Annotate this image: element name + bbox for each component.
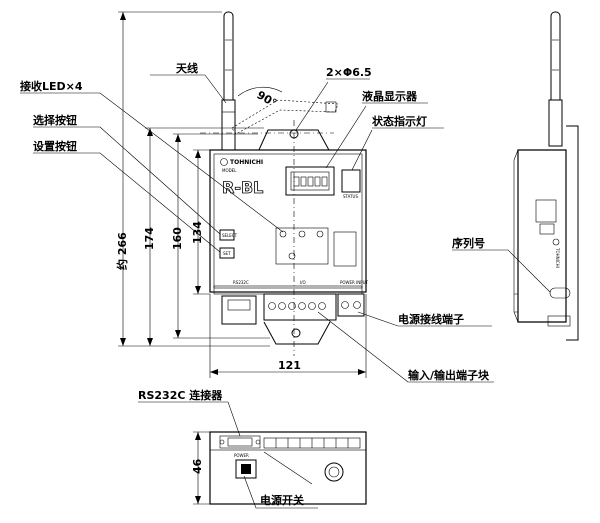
lcd-display bbox=[285, 166, 335, 196]
label-lcd: 液晶显示器 bbox=[362, 89, 418, 103]
status-caption: STATUS bbox=[343, 194, 358, 199]
dim-depth-46: 46 bbox=[191, 458, 204, 474]
front-view: TOHNICHI MODEL R-BL STATUS SELECT SET bbox=[209, 11, 369, 345]
io-terminals bbox=[268, 302, 326, 310]
label-receive-led: 接收LED×4 bbox=[20, 79, 83, 93]
dimension-lines bbox=[118, 11, 367, 378]
dim-160: 160 bbox=[171, 227, 184, 250]
receive-led-3 bbox=[316, 230, 324, 238]
io-terminal-block bbox=[263, 293, 337, 321]
rs232c-caption: RS232C bbox=[233, 280, 249, 285]
power-caption: POWER bbox=[234, 453, 249, 458]
side-body bbox=[517, 149, 567, 323]
status-indicator-led bbox=[341, 169, 361, 193]
side-view: TOHNICHI bbox=[513, 11, 579, 341]
select-button[interactable] bbox=[219, 229, 235, 241]
side-brand: TOHNICHI bbox=[555, 247, 560, 268]
label-status-led: 状态指示灯 bbox=[372, 114, 427, 128]
io-caption: I/O bbox=[300, 280, 306, 285]
receive-led-4 bbox=[288, 252, 296, 260]
label-io-terminal: 输入/输出端子块 bbox=[408, 368, 490, 382]
label-antenna: 天线 bbox=[176, 61, 198, 75]
power-switch-rocker bbox=[241, 464, 251, 474]
antenna bbox=[221, 11, 236, 151]
dim-width-121: 121 bbox=[278, 359, 301, 372]
set-key-label: SET bbox=[223, 251, 231, 256]
side-wall-bracket bbox=[566, 125, 579, 341]
power-switch[interactable] bbox=[235, 459, 257, 479]
leader-lines bbox=[20, 74, 551, 509]
select-key-label: SELECT bbox=[222, 233, 238, 238]
dim-174: 174 bbox=[143, 227, 156, 250]
brand-logo-icon bbox=[220, 158, 228, 166]
antenna-tip-folded bbox=[325, 101, 337, 113]
label-select-button: 选择按钮 bbox=[33, 113, 77, 127]
label-power-switch: 电源开关 bbox=[260, 493, 304, 507]
label-holes: 2×Φ6.5 bbox=[326, 66, 372, 79]
device-body bbox=[209, 149, 367, 293]
receive-led-1 bbox=[279, 230, 287, 238]
mount-flange-bottom bbox=[263, 321, 331, 345]
mount-hole-bottom bbox=[291, 328, 301, 338]
side-logo-icon bbox=[552, 238, 560, 246]
dim-overall-height: 约 266 bbox=[115, 232, 129, 270]
bottom-view: POWER bbox=[193, 431, 367, 505]
rs232c-port-front bbox=[221, 295, 257, 325]
power-input-caption: POWER INPUT bbox=[340, 280, 369, 285]
label-set-button: 设置按钮 bbox=[33, 139, 77, 153]
power-terminal-front bbox=[337, 293, 365, 317]
label-serial-number: 序列号 bbox=[452, 236, 485, 250]
cable-gland bbox=[324, 462, 344, 482]
brand-name: TOHNICHI bbox=[230, 159, 263, 166]
dim-134: 134 bbox=[191, 221, 204, 244]
antenna-folded-outline bbox=[231, 99, 339, 135]
device-face bbox=[213, 153, 363, 289]
set-button[interactable] bbox=[219, 247, 235, 259]
model-caption: MODEL bbox=[222, 168, 237, 173]
model-name: R-BL bbox=[222, 178, 263, 197]
label-rs232c: RS232C 连接器 bbox=[138, 388, 223, 402]
rs232c-connector bbox=[227, 437, 253, 447]
receive-led-group bbox=[275, 227, 357, 267]
label-power-terminal: 电源接线端子 bbox=[398, 312, 464, 326]
serial-number-plate bbox=[549, 287, 571, 299]
lcd-screen bbox=[290, 171, 330, 191]
receive-led-2 bbox=[298, 230, 306, 238]
